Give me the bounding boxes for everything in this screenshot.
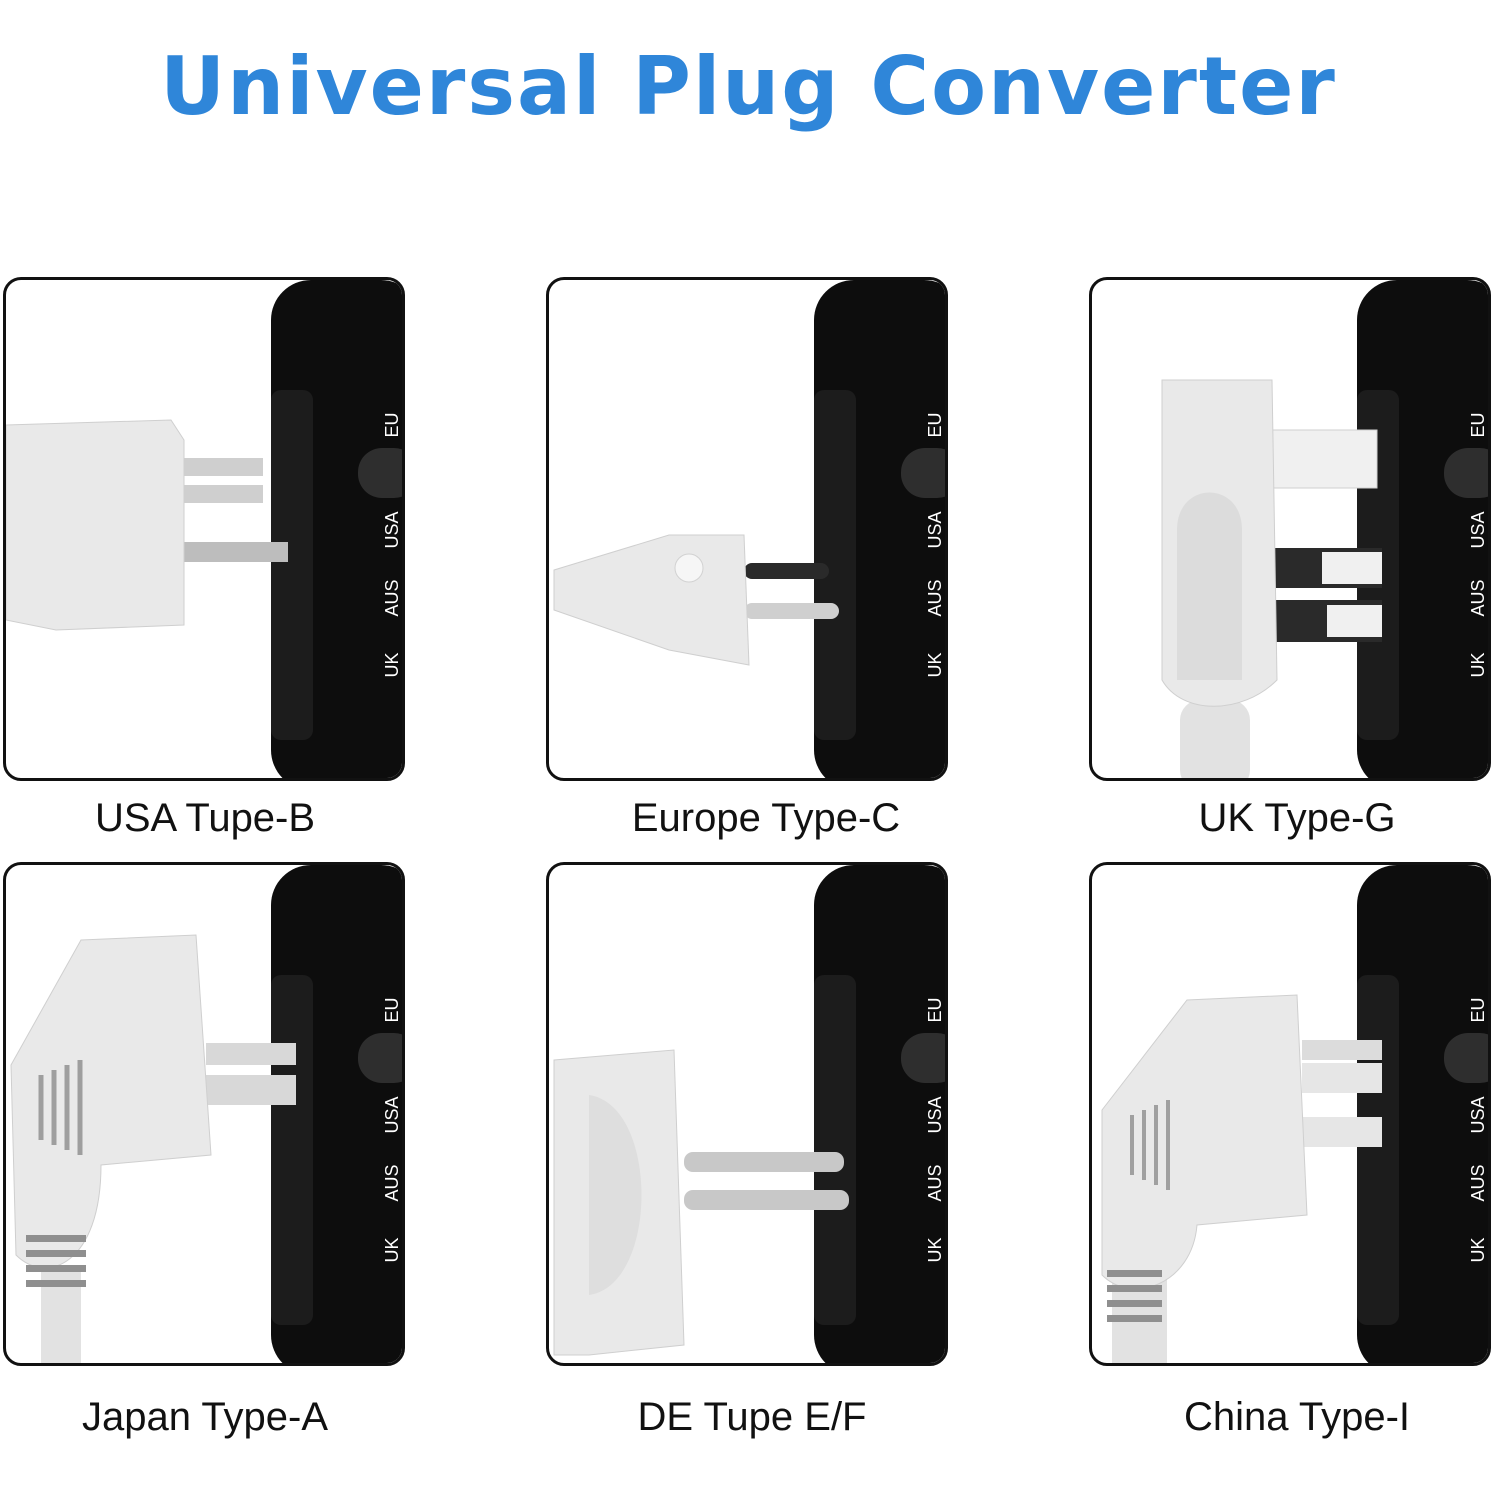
panel-usa: EU USA AUS UK	[3, 277, 405, 781]
caption-uk: UK Type-G	[1198, 796, 1396, 840]
svg-text:AUS: AUS	[1468, 1164, 1488, 1201]
svg-text:EU: EU	[1468, 997, 1488, 1022]
svg-text:USA: USA	[925, 511, 945, 548]
panel-de: EU USA AUS UK	[546, 862, 948, 1366]
svg-text:AUS: AUS	[1468, 579, 1488, 616]
svg-text:UK: UK	[925, 652, 945, 677]
panel-europe: EU USA AUS UK	[546, 277, 948, 781]
svg-text:EU: EU	[925, 997, 945, 1022]
caption-europe: Europe Type-C	[631, 796, 901, 840]
svg-text:EU: EU	[925, 412, 945, 437]
us-plug-icon: EU USA AUS UK	[6, 280, 402, 778]
svg-text:AUS: AUS	[925, 1164, 945, 1201]
svg-text:UK: UK	[1468, 1237, 1488, 1262]
svg-text:AUS: AUS	[925, 579, 945, 616]
china-plug-icon: EU USA AUS UK	[1101, 865, 1488, 1363]
svg-text:USA: USA	[1468, 1096, 1488, 1133]
svg-text:EU: EU	[382, 412, 402, 437]
panel-uk: EU USA AUS UK	[1089, 277, 1491, 781]
page-title: Universal Plug Converter	[160, 40, 1337, 133]
uk-plug-icon: EU USA AUS UK	[1161, 280, 1488, 778]
caption-china: China Type-I	[1183, 1395, 1411, 1439]
svg-text:AUS: AUS	[382, 1164, 402, 1201]
svg-text:USA: USA	[382, 1096, 402, 1133]
europe-plug-icon: EU USA AUS UK	[553, 280, 945, 778]
svg-text:UK: UK	[1468, 652, 1488, 677]
caption-de: DE Tupe E/F	[637, 1395, 867, 1439]
svg-text:UK: UK	[382, 652, 402, 677]
svg-text:USA: USA	[1468, 511, 1488, 548]
svg-text:UK: UK	[925, 1237, 945, 1262]
de-plug-icon: EU USA AUS UK	[553, 865, 945, 1363]
svg-text:EU: EU	[382, 997, 402, 1022]
panel-japan: EU USA AUS UK	[3, 862, 405, 1366]
svg-text:EU: EU	[1468, 412, 1488, 437]
panel-china: EU USA AUS UK	[1089, 862, 1491, 1366]
svg-text:USA: USA	[925, 1096, 945, 1133]
caption-usa: USA Tupe-B	[94, 796, 316, 840]
japan-plug-icon: EU USA AUS UK	[10, 865, 402, 1363]
svg-text:AUS: AUS	[382, 579, 402, 616]
caption-japan: Japan Type-A	[81, 1395, 329, 1439]
svg-text:UK: UK	[382, 1237, 402, 1262]
svg-text:USA: USA	[382, 511, 402, 548]
